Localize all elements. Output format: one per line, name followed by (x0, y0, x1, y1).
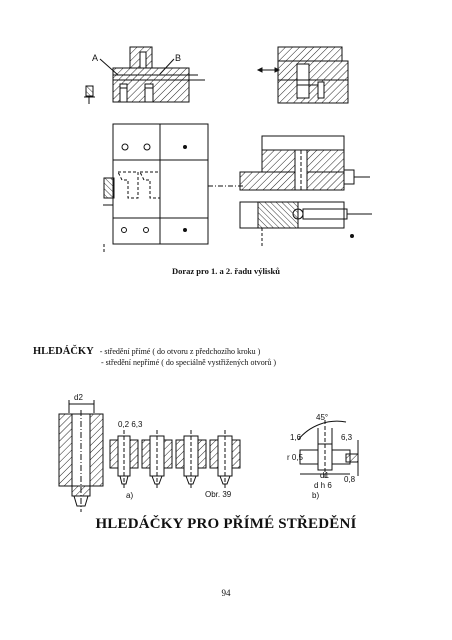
hledacky-line-1: - středění přímé ( do otvoru z předchozí… (99, 347, 261, 356)
section-view-right-top (256, 46, 349, 104)
label-a: A (92, 53, 98, 63)
figure-number: Obr. 39 (205, 490, 232, 499)
hledacky-title: HLEDÁČKY (33, 346, 94, 357)
dim-6-3: 6,3 (341, 433, 353, 442)
dim-0-8: 0,8 (344, 475, 356, 484)
pilot-drawing-1 (58, 400, 104, 512)
label-a-pilots: a) (126, 491, 133, 500)
figure-caption: Doraz pro 1. a 2. řadu výlisků (172, 266, 280, 276)
stop-assembly-figure: A B (84, 46, 372, 252)
pilot-detail-b (297, 420, 359, 480)
pilot-drawing-5 (209, 430, 241, 488)
pilot-drawing-4 (175, 430, 207, 488)
pilot-figure: d2 0,2 6,3 a) Obr. 39 45° 6 (58, 393, 359, 512)
hledacky-row-1: HLEDÁČKY - středění přímé ( do otvoru z … (33, 346, 260, 357)
dim-radius: r 0,5 (287, 453, 304, 462)
section-view-right-bottom (239, 201, 372, 246)
label-b: B (175, 53, 181, 63)
pilot-drawing-2 (109, 430, 139, 488)
plan-view-left (103, 123, 245, 252)
label-b-detail: b) (312, 491, 319, 500)
page-number: 94 (221, 588, 231, 598)
section-heading: HLEDÁČKY PRO PŘÍMÉ STŘEDĚNÍ (95, 516, 357, 532)
dim-1-6: 1,6 (290, 433, 302, 442)
angle-label: 45° (316, 413, 328, 422)
section-view-right-mid (239, 135, 370, 191)
dim-d-h6: d h 6 (314, 481, 332, 490)
section-view-ab (84, 46, 205, 104)
pilot-drawing-3 (141, 430, 173, 488)
roughness-mark: 0,2 6,3 (118, 420, 143, 429)
dim-d2: d2 (74, 393, 83, 402)
hledacky-line-2: - středění nepřímé ( do speciálně vystři… (101, 358, 277, 367)
dim-d1: d1 (320, 471, 329, 480)
